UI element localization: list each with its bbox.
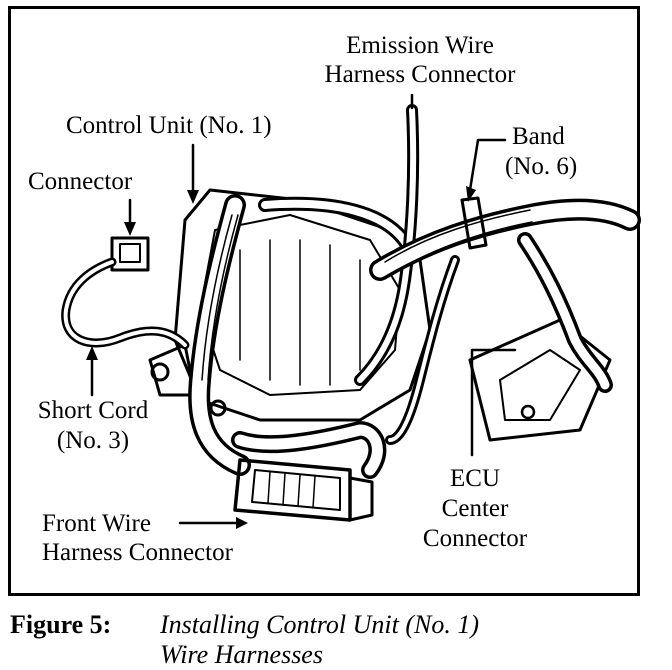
short-cord-label-line2: (No. 3) xyxy=(56,427,130,454)
emission-connector-label-line2: Harness Connector xyxy=(324,61,516,88)
connector-body xyxy=(110,236,150,272)
leader-band xyxy=(468,138,507,192)
figure-number: Figure 5: xyxy=(10,610,112,639)
leader-ecu xyxy=(470,348,517,457)
band-clamp xyxy=(460,196,488,250)
ecu-bolt xyxy=(520,404,536,420)
figure-caption-line2: Wire Harnesses xyxy=(160,640,323,669)
front-harness-label-line2: Harness Connector xyxy=(42,539,233,566)
ecu-bracket xyxy=(468,318,612,442)
figure-frame xyxy=(8,6,640,596)
band-label-line2: (No. 6) xyxy=(505,153,578,180)
connector-label: Connector xyxy=(28,168,133,195)
connector-face xyxy=(119,243,141,263)
band-label-line1: Band xyxy=(512,123,565,150)
front-harness-label-line1: Front Wire xyxy=(42,510,151,537)
bracket-ribs xyxy=(239,239,361,386)
mount-bolt xyxy=(209,399,227,417)
control-unit-label: Control Unit (No. 1) xyxy=(66,112,272,139)
ecu-label-line2: Center xyxy=(441,495,509,522)
emission-connector-label-line1: Emission Wire xyxy=(346,32,494,59)
ecu-label-line3: Connector xyxy=(422,525,528,552)
figure-caption-line1: Installing Control Unit (No. 1) xyxy=(160,610,479,639)
ecu-label-line1: ECU xyxy=(450,465,500,492)
short-cord-label-line1: Short Cord xyxy=(37,397,149,424)
